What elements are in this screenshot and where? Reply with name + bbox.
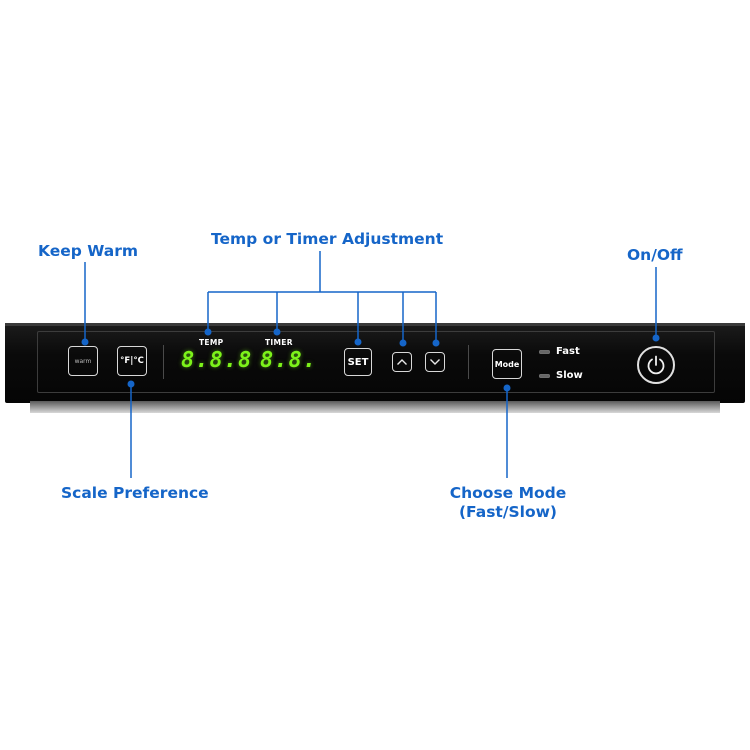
panel-glass <box>37 331 715 393</box>
control-panel <box>5 323 745 403</box>
mode-button[interactable]: Mode <box>492 349 522 379</box>
divider-right <box>468 345 469 379</box>
temp-display: 8.8.8 <box>181 348 253 373</box>
timer-display: 8.8. <box>260 348 317 373</box>
callout-choose-mode-line2: (Fast/Slow) <box>458 503 558 521</box>
power-button[interactable] <box>637 346 675 384</box>
panel-underside <box>30 401 720 413</box>
panel-top-edge <box>5 323 745 326</box>
up-button[interactable] <box>392 352 412 372</box>
callout-keep-warm: Keep Warm <box>38 242 139 260</box>
scale-toggle-button[interactable]: °F|°C <box>117 346 147 376</box>
temp-label: TEMP <box>199 338 224 347</box>
power-icon <box>647 355 665 375</box>
fast-label: Fast <box>556 346 580 357</box>
callout-choose-mode: Choose Mode (Fast/Slow) <box>450 484 567 522</box>
chevron-up-icon <box>397 359 407 365</box>
callout-choose-mode-line1: Choose Mode <box>449 484 567 502</box>
callout-scale-preference: Scale Preference <box>61 484 209 502</box>
callout-temp-timer-adjustment: Temp or Timer Adjustment <box>211 230 444 248</box>
set-button[interactable]: SET <box>344 348 372 376</box>
keep-warm-button[interactable]: warm <box>68 346 98 376</box>
down-button[interactable] <box>425 352 445 372</box>
fast-indicator-led <box>539 350 550 354</box>
slow-label: Slow <box>556 370 583 381</box>
divider-left <box>163 345 164 379</box>
callout-on-off: On/Off <box>627 246 683 264</box>
slow-indicator-led <box>539 374 550 378</box>
timer-label: TIMER <box>265 338 293 347</box>
chevron-down-icon <box>430 359 440 365</box>
